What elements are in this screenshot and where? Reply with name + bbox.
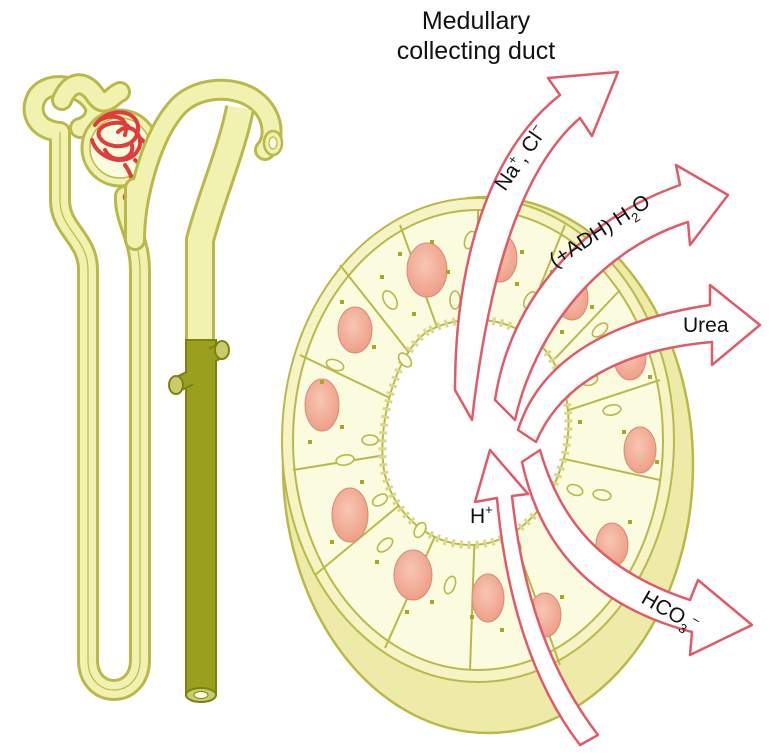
nephron-illustration <box>34 84 282 702</box>
label-urea: Urea <box>683 314 729 337</box>
medullary-collecting-duct <box>186 340 216 695</box>
